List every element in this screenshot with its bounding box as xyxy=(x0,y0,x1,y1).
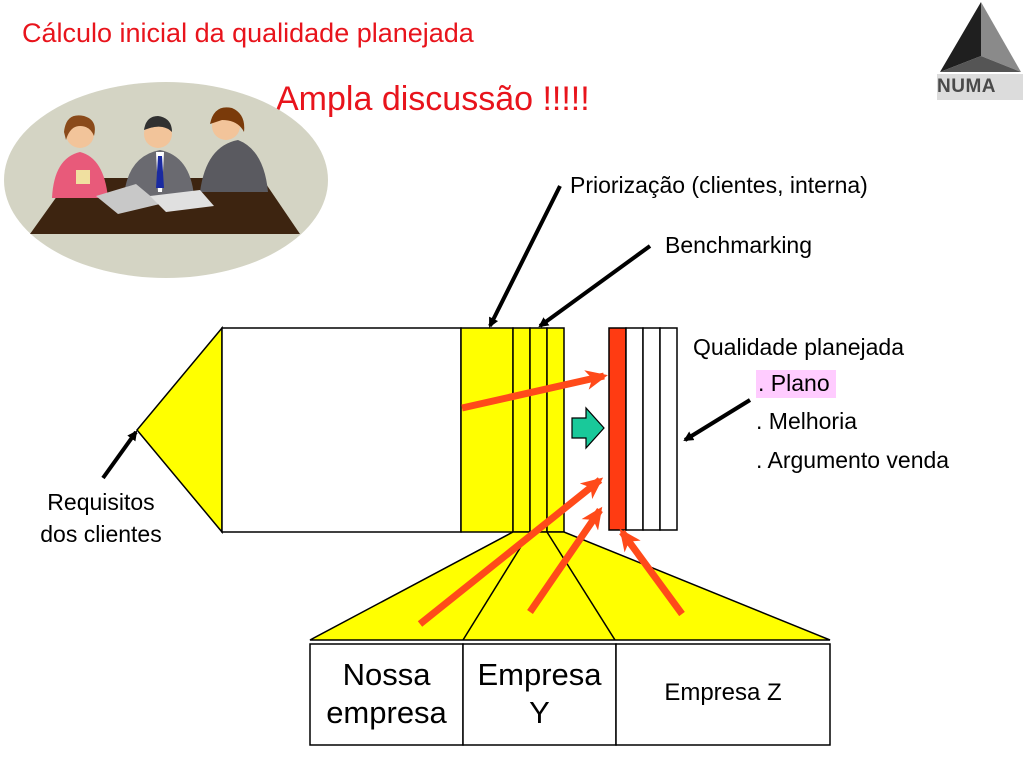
label-requisitos-line1: Requisitos xyxy=(47,489,155,515)
label-melhoria: . Melhoria xyxy=(756,408,857,434)
label-empresa-y-line1: Empresa xyxy=(477,657,602,692)
label-nossa-empresa: Nossa empresa xyxy=(310,656,463,732)
label-empresa-y: Empresa Y xyxy=(463,656,616,732)
clipart-person-man-right xyxy=(200,107,268,192)
pointer-arrow-benchmarking xyxy=(538,244,652,328)
label-argumento-venda: . Argumento venda xyxy=(756,447,950,473)
label-qualidade-planejada: Qualidade planejada xyxy=(693,334,905,360)
pointer-arrow-priorizacao xyxy=(488,185,562,328)
benchmark-column-1 xyxy=(512,327,531,533)
cell-nossa-empresa xyxy=(309,643,464,746)
planned-column-4 xyxy=(659,327,678,531)
planned-column-red xyxy=(608,327,627,531)
benchmark-column-3 xyxy=(546,327,565,533)
label-requisitos: Requisitos dos clientes xyxy=(20,486,182,550)
clipart-papers xyxy=(96,184,160,214)
red-arrow-empresa-z xyxy=(619,528,685,617)
green-arrow-icon xyxy=(571,406,605,450)
clipart-person-woman xyxy=(52,115,108,198)
benchmark-column-2 xyxy=(529,327,548,533)
plano-highlight: . Plano xyxy=(756,370,836,398)
requirements-box xyxy=(221,327,462,533)
label-nossa-line1: Nossa xyxy=(342,657,431,692)
label-priorizacao: Priorização (clientes, interna) xyxy=(570,172,868,198)
cell-empresa-y xyxy=(462,643,617,746)
red-arrow-nossa xyxy=(417,477,604,627)
planned-column-2 xyxy=(625,327,644,531)
clipart-papers-2 xyxy=(150,190,214,212)
slide-subtitle: Ampla discussão !!!!! xyxy=(276,80,590,118)
meeting-clipart xyxy=(4,82,328,278)
cell-empresa-z xyxy=(615,643,831,746)
red-arrow-empresa-y xyxy=(527,506,603,614)
label-empresa-y-line2: Y xyxy=(529,695,550,730)
label-requisitos-line2: dos clientes xyxy=(40,521,162,547)
label-empresa-z: Empresa Z xyxy=(664,679,782,706)
slide-title: Cálculo inicial da qualidade planejada xyxy=(22,18,474,48)
planned-column-3 xyxy=(642,327,661,531)
priority-column xyxy=(460,327,514,533)
pointer-arrow-requisitos xyxy=(101,430,138,480)
label-benchmarking: Benchmarking xyxy=(665,232,813,258)
label-nossa-line2: empresa xyxy=(326,695,447,730)
numa-logo xyxy=(937,2,1023,100)
clipart-person-man-center xyxy=(124,116,194,196)
label-plano: . Plano xyxy=(756,370,836,398)
red-arrow-priority xyxy=(461,370,608,412)
logo-text: NUMA xyxy=(937,76,996,97)
pointer-arrow-qualidade xyxy=(683,398,752,442)
